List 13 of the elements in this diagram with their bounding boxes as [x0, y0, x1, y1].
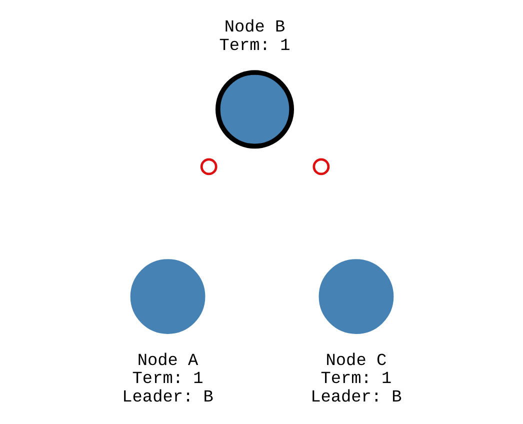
node-circle [215, 70, 294, 149]
node-label: Term: 1 [320, 370, 392, 390]
node-label: Leader: B [122, 388, 213, 408]
node-label: Node A [136, 352, 198, 372]
node-label: Term: 1 [218, 36, 290, 56]
node-circle [312, 158, 330, 176]
node-circle [200, 158, 217, 176]
node-label: Term: 1 [132, 370, 203, 390]
node-label: Leader: B [310, 388, 402, 408]
node-label: Node C [325, 352, 386, 372]
node-circle [318, 259, 394, 334]
node-circle [130, 259, 205, 334]
node-label: Node B [224, 18, 285, 38]
